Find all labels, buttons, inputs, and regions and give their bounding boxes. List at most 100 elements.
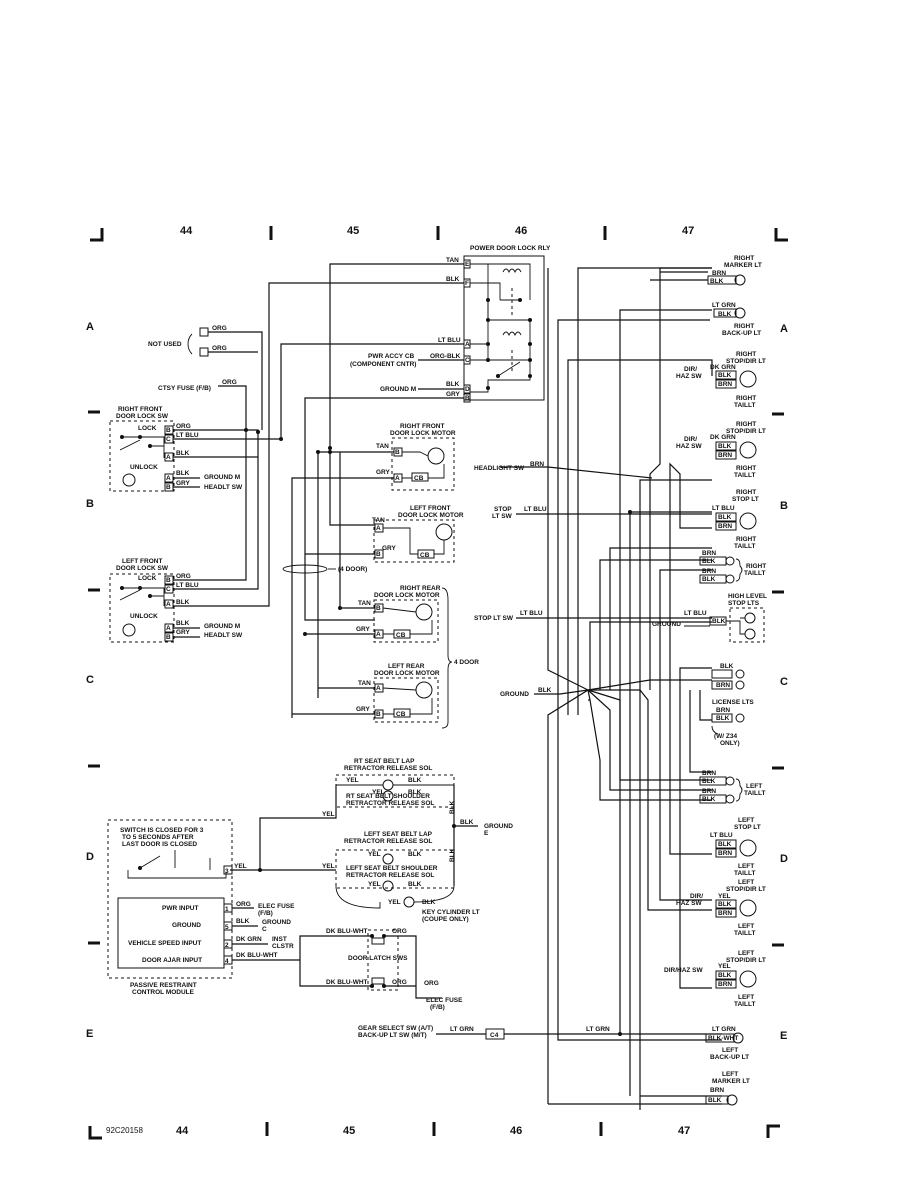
ground-e-label: GROUND (484, 823, 513, 830)
ctsy-fuse-label: CTSY FUSE (F/B) (158, 385, 211, 392)
seat-wire-yel-3: YEL (234, 863, 247, 870)
grid-row-left-C: C (86, 674, 94, 686)
right-dirhaz1-b: HAZ SW (676, 373, 703, 380)
left-taillt2-title: LEFT (738, 923, 754, 930)
lf-motor-subtitle: DOOR LOCK MOTOR (398, 512, 464, 519)
wire-orgblk-relay: ORG-BLK (430, 353, 461, 360)
right-stop-title: RIGHT (736, 489, 756, 496)
rt-lap-title: RT SEAT BELT LAP (354, 758, 415, 765)
lr-motor-cb: CB (396, 711, 406, 718)
relay-label: POWER DOOR LOCK RLY (470, 245, 551, 252)
lf-motor-title: LEFT FRONT (410, 505, 450, 512)
ground-m-relay-label: GROUND M (380, 386, 416, 393)
pwr-accy-cb-sub: (COMPONENT CNTR) (350, 361, 416, 368)
grid-row-left-D: D (86, 851, 94, 863)
grid-row-right-D: D (780, 853, 788, 865)
relay-pin-d: D (465, 386, 470, 393)
left-stopdir1-sub: STOP/DIR LT (726, 886, 766, 893)
left-stop-wire-ltblu: LT BLU (710, 832, 733, 839)
left-dirhaz1-a: DIR/ (690, 893, 703, 900)
left-stop-sub: STOP LT (734, 824, 761, 831)
right-marker-sub: MARKER LT (724, 262, 762, 269)
high-level-title: HIGH LEVEL (728, 593, 767, 600)
prcm-pin-2: 2 (225, 942, 229, 949)
right-backup-sub: BACK-UP LT (722, 330, 761, 337)
lf-wire-blk: BLK (176, 599, 190, 606)
door-latch-switches: DK BLU-WHT DK BLU-WHT DOOR LATCH SWS ORG… (326, 928, 463, 1011)
wire-gry-relay: GRY (446, 391, 461, 398)
lr-motor-wire-tan: TAN (358, 680, 371, 687)
rr-motor-subtitle: DOOR LOCK MOTOR (374, 592, 440, 599)
right-stop-sub: STOP LT (732, 496, 759, 503)
prcm-row-door-ajar: DOOR AJAR INPUT (142, 957, 202, 964)
right-taillt3-title: RIGHT (736, 536, 756, 543)
license-lts-title: LICENSE LTS (712, 699, 754, 706)
left-tailgrp-wire-brn-1: BRN (702, 770, 716, 777)
rr-motor-pin-a: A (376, 631, 381, 638)
rt-sh-wire-yel: YEL (372, 789, 385, 796)
high-level-wire-blk: BLK (712, 618, 726, 625)
lf-unlock-label: UNLOCK (130, 613, 158, 620)
four-door-paren: (4 DOOR) (338, 566, 367, 573)
grid-col-bottom-45: 45 (343, 1125, 355, 1137)
rf-motor-subtitle: DOOR LOCK MOTOR (390, 430, 456, 437)
right-backup-wire-blk: BLK (718, 311, 732, 318)
wire-org-ctsy: ORG (222, 379, 237, 386)
rr-motor-title: RIGHT REAR (400, 585, 441, 592)
grid-row-right-B: B (780, 500, 788, 512)
prcm-row-ground: GROUND (172, 922, 201, 929)
license-wire-brn: BRN (716, 682, 730, 689)
relay-pin-f: F (465, 280, 469, 287)
prcm-wire-org: ORG (236, 901, 251, 908)
lt-shoulder-subtitle: RETRACTOR RELEASE SOL (346, 872, 434, 879)
power-door-lock-relay: POWER DOOR LOCK RLY E F A C D B (463, 245, 551, 403)
grid-row-right-E: E (780, 1030, 787, 1042)
grid-row-right-C: C (780, 676, 788, 688)
rt-lap-subtitle: RETRACTOR RELEASE SOL (344, 765, 432, 772)
seat-wire-blk-2: BLK (449, 848, 456, 862)
prcm-pin-3: 3 (225, 868, 229, 875)
wire-blk-ground-m: BLK (446, 381, 460, 388)
relay-wiring: TAN BLK LT BLU ORG-BLK PWR ACCY CB (COMP… (268, 257, 464, 621)
lf-pin-a: A (166, 601, 171, 608)
not-used-label: NOT USED (148, 341, 182, 348)
rf-motor-wire-tan: TAN (376, 443, 389, 450)
rr-motor-cb: CB (396, 632, 406, 639)
rf-pin-b: B (166, 427, 171, 434)
left-stopdir1-title: LEFT (738, 879, 754, 886)
rf-motor-wire-gry: GRY (376, 469, 391, 476)
right-tailgrp-sub: TAILLT (744, 570, 765, 577)
left-taillt3-sub: TAILLT (734, 1001, 755, 1008)
prcm-title-2: CONTROL MODULE (132, 989, 195, 996)
left-tailgrp-wire-blk-2: BLK (702, 796, 716, 803)
rf-pin-c: C (166, 436, 171, 443)
gear-wire-ltgrn: LT GRN (450, 1026, 474, 1033)
right-taillt3-sub: TAILLT (734, 543, 755, 550)
rf-wire-blk: BLK (176, 450, 190, 457)
right-stopdir2-title: RIGHT (736, 421, 756, 428)
right-marker-wire-brn: BRN (712, 270, 726, 277)
lr-motor-wire-gry: GRY (356, 706, 371, 713)
left-taillt3-title: LEFT (738, 994, 754, 1001)
left-dirhaz2: DIR/HAZ SW (664, 967, 704, 974)
gear-select-label: GEAR SELECT SW (A/T) (358, 1025, 433, 1032)
seat-belt-solenoids: RT SEAT BELT LAP RETRACTOR RELEASE SOL Y… (230, 758, 513, 923)
right-stop-wire-ltblu: LT BLU (712, 505, 735, 512)
high-level-sub: STOP LTS (728, 600, 760, 607)
lf-wire-ltblu: LT BLU (176, 582, 199, 589)
gear-wire-ltgrn-2: LT GRN (586, 1026, 610, 1033)
right-stopdir1-wire-dkgrn: DK GRN (710, 364, 736, 371)
grid-col-top-45: 45 (347, 225, 359, 237)
prcm-pin-4: 4 (225, 958, 229, 965)
left-marker-wire-brn: BRN (710, 1087, 724, 1094)
relay-pin-a: A (465, 341, 470, 348)
key-cyl-subtitle: (COUPE ONLY) (422, 916, 469, 923)
rf-wire-gry: GRY (176, 480, 191, 487)
lt-lap-wire-yel: YEL (368, 851, 381, 858)
key-cyl-title: KEY CYLINDER LT (422, 909, 480, 916)
lf-motor-pin-a: A (376, 525, 381, 532)
rt-lap-wire-yel: YEL (346, 777, 359, 784)
right-front-door-lock-switch: RIGHT FRONT DOOR LOCK SW LOCK UNLOCK B C… (109, 406, 283, 492)
rt-shoulder-subtitle: RETRACTOR RELEASE SOL (346, 800, 434, 807)
lf-headlt-sw: HEADLT SW (204, 632, 243, 639)
